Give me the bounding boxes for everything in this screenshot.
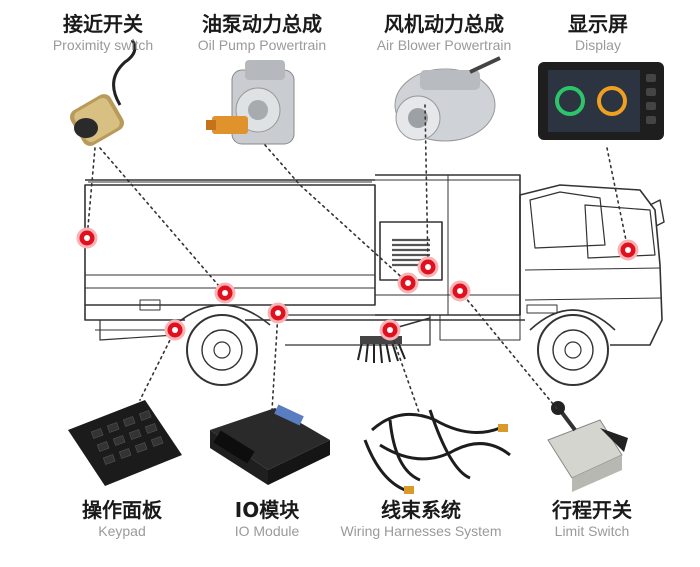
marker-keypad — [164, 319, 186, 341]
limit-switch-illustration — [547, 401, 628, 492]
label-display-en: Display — [575, 37, 621, 53]
connector-lines — [86, 104, 629, 416]
label-display: 显示屏 Display — [548, 12, 648, 54]
label-air-blower-cn: 风机动力总成 — [384, 12, 504, 36]
label-keypad: 操作面板 Keypad — [72, 498, 172, 540]
label-io-module-cn: IO模块 — [234, 498, 300, 522]
label-limit-switch-cn: 行程开关 — [552, 498, 632, 522]
truck-drawing — [84, 174, 665, 386]
label-oil-pump: 油泵动力总成 Oil Pump Powertrain — [178, 12, 346, 54]
label-air-blower-en: Air Blower Powertrain — [376, 37, 512, 53]
marker-oil-pump — [397, 272, 419, 294]
wiring-harness-illustration — [363, 409, 511, 494]
label-wiring: 线束系统 Wiring Harnesses System — [318, 498, 524, 540]
label-wiring-cn: 线束系统 — [381, 498, 461, 522]
label-oil-pump-cn: 油泵动力总成 — [202, 12, 322, 36]
marker-limit — [449, 280, 471, 302]
label-keypad-en: Keypad — [98, 523, 146, 539]
label-io-module: IO模块 IO Module — [212, 498, 322, 540]
keypad-illustration — [68, 400, 182, 486]
label-proximity-switch-cn: 接近开关 — [63, 12, 143, 36]
label-limit-switch: 行程开关 Limit Switch — [536, 498, 648, 540]
air-blower-illustration — [394, 56, 501, 142]
label-wiring-en: Wiring Harnesses System — [340, 523, 502, 539]
label-display-cn: 显示屏 — [568, 12, 628, 36]
display-illustration — [538, 62, 664, 140]
marker-io — [267, 302, 289, 324]
label-keypad-cn: 操作面板 — [82, 498, 162, 522]
label-proximity-switch: 接近开关 Proximity switch — [28, 12, 178, 54]
label-limit-switch-en: Limit Switch — [554, 523, 630, 539]
marker-display — [617, 239, 639, 261]
markers — [76, 227, 639, 341]
label-air-blower: 风机动力总成 Air Blower Powertrain — [356, 12, 532, 54]
io-module-illustration — [210, 404, 330, 485]
proximity-switch-illustration — [70, 39, 137, 146]
oil-pump-illustration — [206, 60, 295, 145]
label-io-module-en: IO Module — [234, 523, 300, 539]
marker-wiring — [379, 319, 401, 341]
label-oil-pump-en: Oil Pump Powertrain — [197, 37, 327, 53]
label-proximity-switch-en: Proximity switch — [52, 37, 154, 53]
marker-proximity-wheel — [214, 282, 236, 304]
sweeper-brush — [357, 336, 406, 364]
marker-proximity-body — [76, 227, 98, 249]
marker-air-blower — [417, 256, 439, 278]
